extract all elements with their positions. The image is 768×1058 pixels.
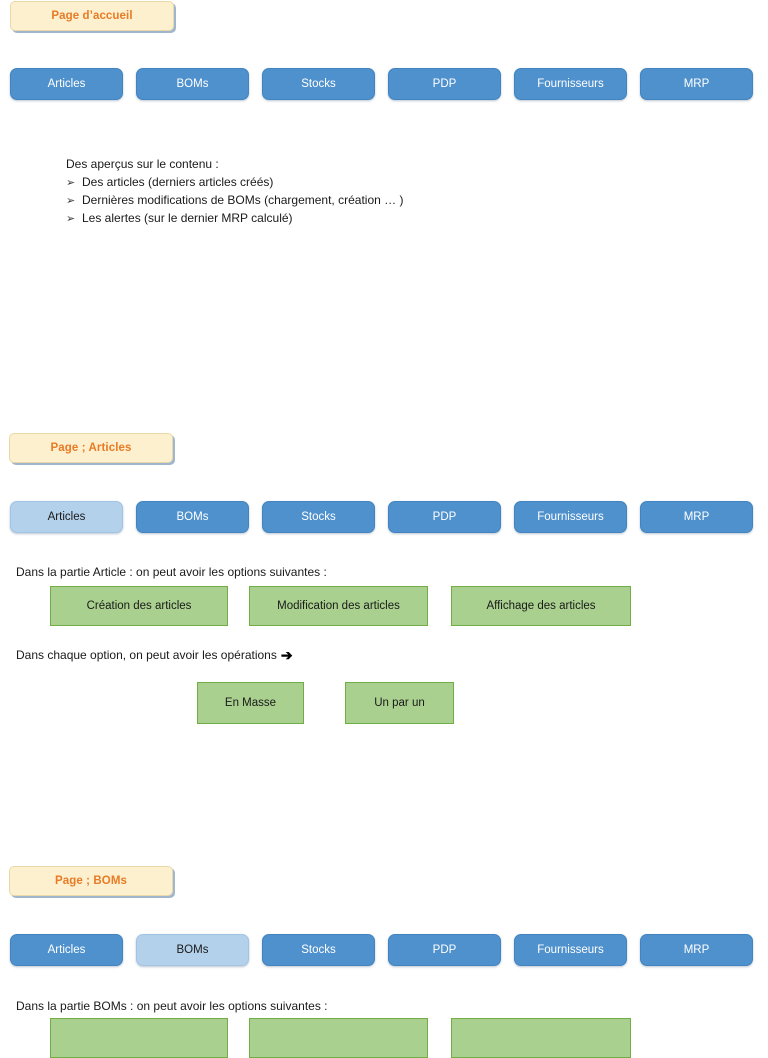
- nav-button-label: MRP: [683, 511, 710, 523]
- nav-button-label: PDP: [432, 511, 457, 523]
- nav-button-label: PDP: [432, 78, 457, 90]
- nav-button-label: PDP: [432, 944, 457, 956]
- option-box-label: Création des articles: [86, 600, 192, 612]
- nav-button-mrp[interactable]: MRP: [640, 68, 753, 100]
- articles-operations-intro-label: Dans chaque option, on peut avoir les op…: [16, 648, 277, 662]
- nav-button-mrp[interactable]: MRP: [640, 501, 753, 533]
- nav-row-boms: Articles BOMs Stocks PDP Fournisseurs MR…: [10, 934, 758, 966]
- nav-row-accueil: Articles BOMs Stocks PDP Fournisseurs MR…: [10, 68, 758, 100]
- nav-button-stocks[interactable]: Stocks: [262, 68, 375, 100]
- list-item: ➢ Dernières modifications de BOMs (charg…: [66, 192, 403, 210]
- nav-button-label: Fournisseurs: [537, 511, 604, 523]
- option-box-boms-3[interactable]: [451, 1018, 631, 1058]
- nav-button-label: Fournisseurs: [537, 944, 604, 956]
- option-box-modification-articles[interactable]: Modification des articles: [249, 586, 428, 626]
- list-item: ➢ Des articles (derniers articles créés): [66, 174, 403, 192]
- arrow-bullet-icon: ➢: [66, 195, 76, 207]
- nav-button-label: BOMs: [176, 511, 209, 523]
- nav-button-pdp[interactable]: PDP: [388, 501, 501, 533]
- articles-options-intro: Dans la partie Article : on peut avoir l…: [16, 565, 327, 579]
- operation-box-label: En Masse: [224, 697, 277, 709]
- boms-options-intro: Dans la partie BOMs : on peut avoir les …: [16, 999, 328, 1013]
- nav-button-label: Articles: [47, 944, 86, 956]
- nav-button-boms[interactable]: BOMs: [136, 68, 249, 100]
- nav-button-articles[interactable]: Articles: [10, 934, 123, 966]
- list-item-label: Dernières modifications de BOMs (chargem…: [82, 193, 404, 207]
- nav-row-articles: Articles BOMs Stocks PDP Fournisseurs MR…: [10, 501, 758, 533]
- nav-button-fournisseurs[interactable]: Fournisseurs: [514, 501, 627, 533]
- operation-box-un-par-un[interactable]: Un par un: [345, 682, 454, 724]
- nav-button-boms[interactable]: BOMs: [136, 934, 249, 966]
- list-item-label: Des articles (derniers articles créés): [82, 175, 274, 189]
- section-badge-label: Page ; Articles: [50, 442, 132, 454]
- nav-button-pdp[interactable]: PDP: [388, 68, 501, 100]
- nav-button-label: Articles: [47, 78, 86, 90]
- option-box-boms-1[interactable]: [50, 1018, 228, 1058]
- overview-bullet-list: ➢ Des articles (derniers articles créés)…: [66, 174, 403, 228]
- nav-button-fournisseurs[interactable]: Fournisseurs: [514, 68, 627, 100]
- right-arrow-icon: ➔: [280, 647, 293, 663]
- overview-intro-text: Des aperçus sur le contenu :: [66, 157, 219, 171]
- nav-button-fournisseurs[interactable]: Fournisseurs: [514, 934, 627, 966]
- section-badge-boms: Page ; BOMs: [9, 866, 173, 896]
- arrow-bullet-icon: ➢: [66, 213, 76, 225]
- section-badge-articles: Page ; Articles: [9, 433, 173, 463]
- nav-button-label: BOMs: [176, 78, 209, 90]
- nav-button-label: Fournisseurs: [537, 78, 604, 90]
- nav-button-label: MRP: [683, 78, 710, 90]
- nav-button-articles[interactable]: Articles: [10, 68, 123, 100]
- nav-button-label: BOMs: [176, 944, 209, 956]
- option-box-boms-2[interactable]: [249, 1018, 428, 1058]
- section-badge-accueil: Page d’accueil: [10, 1, 174, 31]
- section-badge-label: Page d’accueil: [51, 10, 133, 22]
- operation-box-en-masse[interactable]: En Masse: [197, 682, 304, 724]
- nav-button-pdp[interactable]: PDP: [388, 934, 501, 966]
- arrow-bullet-icon: ➢: [66, 177, 76, 189]
- operation-box-label: Un par un: [374, 697, 425, 709]
- option-box-label: Modification des articles: [277, 600, 400, 612]
- option-box-affichage-articles[interactable]: Affichage des articles: [451, 586, 631, 626]
- list-item: ➢ Les alertes (sur le dernier MRP calcul…: [66, 210, 403, 228]
- option-box-label: Affichage des articles: [486, 600, 596, 612]
- nav-button-label: MRP: [683, 944, 710, 956]
- nav-button-label: Stocks: [301, 944, 336, 956]
- nav-button-boms[interactable]: BOMs: [136, 501, 249, 533]
- nav-button-label: Stocks: [301, 78, 336, 90]
- nav-button-articles[interactable]: Articles: [10, 501, 123, 533]
- nav-button-label: Articles: [47, 511, 86, 523]
- articles-operations-intro: Dans chaque option, on peut avoir les op…: [16, 647, 293, 663]
- list-item-label: Les alertes (sur le dernier MRP calculé): [82, 211, 293, 225]
- section-badge-label: Page ; BOMs: [54, 875, 128, 887]
- nav-button-mrp[interactable]: MRP: [640, 934, 753, 966]
- nav-button-label: Stocks: [301, 511, 336, 523]
- nav-button-stocks[interactable]: Stocks: [262, 934, 375, 966]
- nav-button-stocks[interactable]: Stocks: [262, 501, 375, 533]
- option-box-creation-articles[interactable]: Création des articles: [50, 586, 228, 626]
